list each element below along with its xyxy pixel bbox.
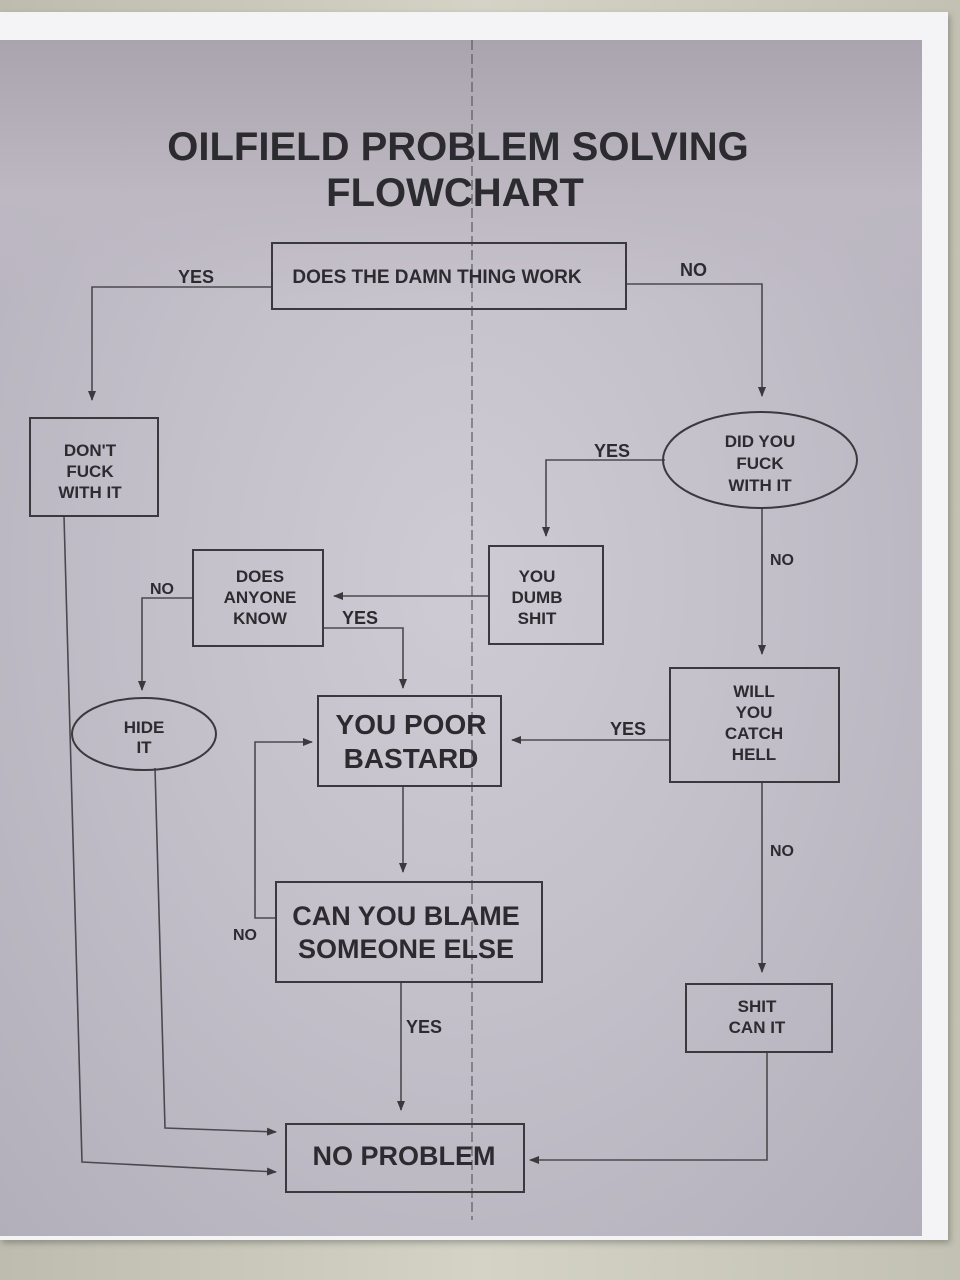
- node-did-you: DID YOU FUCK WITH IT: [662, 411, 858, 509]
- node-dont-touch-line-2: FUCK: [66, 462, 114, 481]
- printed-area: [0, 40, 922, 1236]
- node-you-dumb-line-2: DUMB: [512, 588, 563, 607]
- edge-labels: YES NO YES NO NO YES YES NO NO YES: [150, 260, 794, 1037]
- node-hide-it-line-1: HIDE: [124, 718, 165, 737]
- label-know-yes: YES: [342, 608, 378, 628]
- node-no-problem-line-1: NO PROBLEM: [312, 1141, 495, 1171]
- node-blame: CAN YOU BLAME SOMEONE ELSE: [275, 881, 543, 983]
- label-hell-no: NO: [770, 843, 794, 860]
- label-did-no: NO: [770, 552, 794, 569]
- edge-know-no: [138, 597, 193, 691]
- node-shit-can-line-2: CAN IT: [729, 1018, 786, 1037]
- node-you-dumb: YOU DUMB SHIT: [488, 545, 604, 645]
- node-blame-line-1: CAN YOU BLAME: [292, 901, 520, 931]
- node-does-it-work-line-1: DOES THE DAMN THING WORK: [292, 267, 581, 288]
- node-catch-hell-line-3: CATCH: [725, 724, 783, 743]
- label-know-no: NO: [150, 581, 174, 598]
- label-hell-yes: YES: [610, 719, 646, 739]
- edge-donttouch-to-noproblem: [63, 515, 277, 1176]
- node-anyone-know-line-2: ANYONE: [224, 588, 297, 607]
- connectors: [63, 283, 768, 1176]
- node-catch-hell-line-2: YOU: [736, 703, 773, 722]
- node-you-dumb-line-1: YOU: [519, 567, 556, 586]
- node-blame-line-2: SOMEONE ELSE: [298, 934, 514, 964]
- node-shit-can: SHIT CAN IT: [685, 983, 833, 1053]
- node-dont-touch-line-1: DON'T: [64, 441, 117, 460]
- label-blame-yes: YES: [406, 1017, 442, 1037]
- paper-sheet: [0, 12, 948, 1240]
- node-hide-it-line-2: IT: [136, 738, 152, 757]
- node-no-problem: NO PROBLEM: [285, 1123, 525, 1193]
- node-dont-touch-line-3: WITH IT: [58, 483, 122, 502]
- node-hide-it: HIDE IT: [71, 697, 217, 771]
- node-anyone-know-line-3: KNOW: [233, 609, 288, 628]
- title-line-2: FLOWCHART: [326, 171, 584, 215]
- node-shit-can-line-1: SHIT: [738, 997, 777, 1016]
- edge-blame-no: [254, 738, 313, 919]
- node-did-you-line-2: FUCK: [736, 454, 784, 473]
- edge-know-yes: [323, 627, 407, 689]
- edge-did-yes: [542, 459, 665, 537]
- label-start-no: NO: [680, 260, 707, 280]
- node-dont-touch: DON'T FUCK WITH IT: [29, 417, 159, 517]
- node-you-poor: YOU POOR BASTARD: [317, 695, 502, 787]
- node-catch-hell: WILL YOU CATCH HELL: [669, 667, 840, 783]
- node-does-it-work: DOES THE DAMN THING WORK: [271, 242, 627, 310]
- node-did-you-line-1: DID YOU: [725, 432, 796, 451]
- node-anyone-know: DOES ANYONE KNOW: [192, 549, 324, 647]
- title-line-1: OILFIELD PROBLEM SOLVING: [167, 125, 748, 169]
- edge-start-no: [626, 283, 766, 397]
- edge-shitcan-to-noproblem: [529, 1052, 768, 1164]
- node-catch-hell-line-1: WILL: [733, 682, 775, 701]
- edge-start-yes: [88, 286, 272, 401]
- node-did-you-line-3: WITH IT: [728, 476, 792, 495]
- label-did-yes: YES: [594, 441, 630, 461]
- node-you-poor-line-2: BASTARD: [344, 743, 479, 774]
- node-you-poor-line-1: YOU POOR: [336, 709, 487, 740]
- label-blame-no: NO: [233, 927, 257, 944]
- edge-hide-to-noproblem: [154, 767, 277, 1136]
- node-anyone-know-line-1: DOES: [236, 567, 284, 586]
- label-start-yes: YES: [178, 267, 214, 287]
- node-you-dumb-line-3: SHIT: [518, 609, 557, 628]
- node-catch-hell-line-4: HELL: [732, 745, 776, 764]
